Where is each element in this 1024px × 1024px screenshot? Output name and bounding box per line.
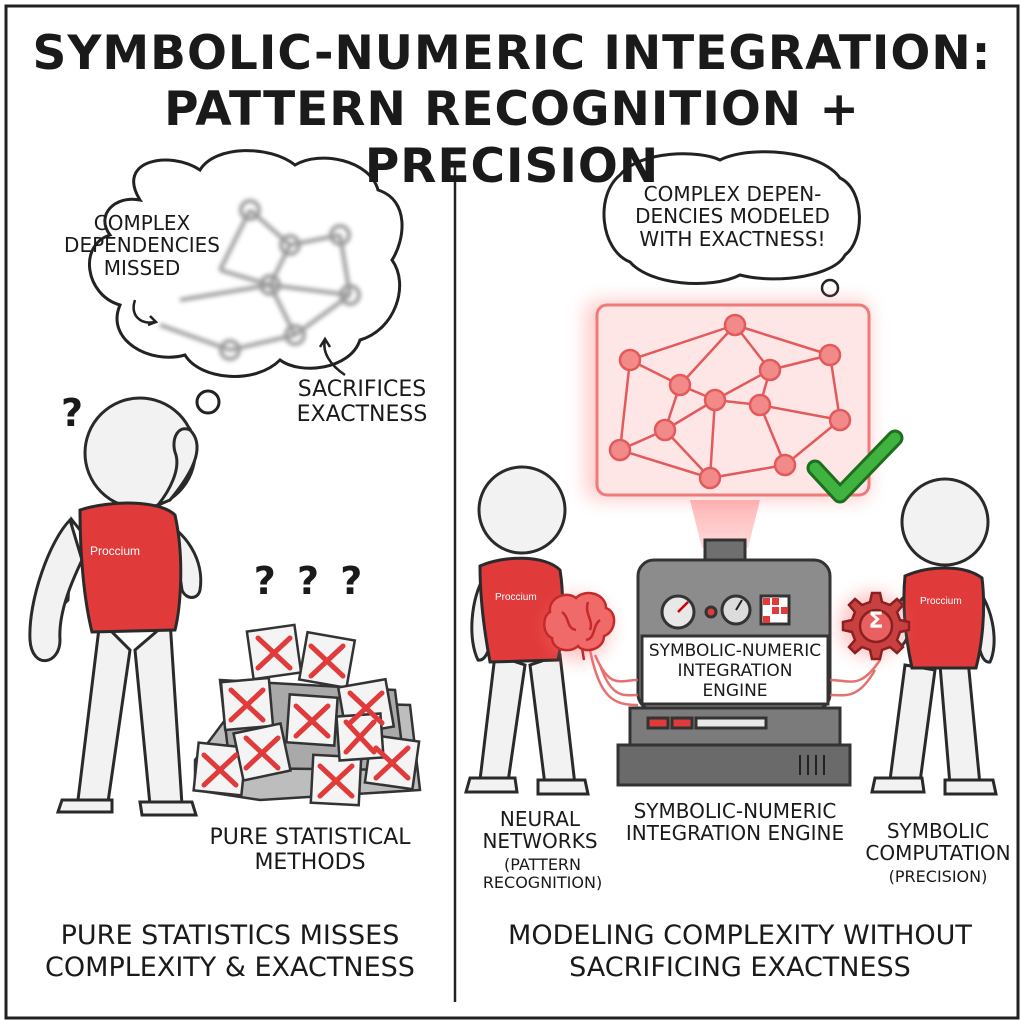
speech-bubble	[602, 150, 861, 317]
glowing-network-graph	[608, 313, 852, 490]
blurred-network-graph	[159, 199, 361, 361]
label-precision: (PRECISION)	[888, 867, 988, 886]
label-neural-networks: NEURAL NETWORKS	[482, 807, 598, 854]
speech-bubble-text: COMPLEX DEPEN- DENCIES MODELED WITH EXAC…	[635, 182, 830, 251]
network-display	[595, 303, 871, 497]
label-symbolic-computation: SYMBOLIC COMPUTATION	[865, 819, 1011, 866]
check-icon	[809, 432, 901, 501]
thinking-figure-jersey-text: Proccium	[90, 544, 141, 558]
diagram-title: SYMBOLIC-NUMERIC INTEGRATION: PATTERN RE…	[20, 26, 1004, 195]
machine-screen-label: SYMBOLIC-NUMERIC INTEGRATION ENGINE	[648, 641, 822, 702]
projection-beam	[690, 500, 760, 548]
label-pure-statistical-methods: PURE STATISTICAL METHODS	[209, 825, 411, 875]
thinking-figure-jersey	[78, 501, 183, 634]
pile-question-marks: ? ? ?	[253, 559, 367, 603]
symbolic-figure-jersey-text: Proccium	[920, 596, 962, 607]
label-integration-engine: SYMBOLIC-NUMERIC INTEGRATION ENGINE	[625, 799, 845, 846]
label-sacrifices-exactness: SACRIFICES EXACTNESS	[296, 377, 428, 427]
gear-icon	[841, 591, 911, 661]
sigma-symbol: Σ	[868, 609, 884, 634]
question-mark-icon: ?	[60, 391, 84, 435]
neural-figure-jersey-text: Proccium	[495, 592, 537, 603]
rejected-papers-pile	[192, 623, 422, 807]
title-line-1: SYMBOLIC-NUMERIC INTEGRATION:	[32, 26, 992, 81]
label-pattern-recognition: (PATTERN RECOGNITION)	[482, 855, 603, 892]
symbolic-figure-jersey	[902, 566, 986, 670]
thinking-figure	[28, 396, 203, 817]
right-panel-caption: MODELING COMPLEXITY WITHOUT SACRIFICING …	[508, 920, 972, 984]
outer-frame	[4, 4, 1020, 1020]
arrow-to-graph-right	[323, 339, 346, 377]
integration-engine-machine	[616, 538, 852, 787]
brain-icon	[543, 591, 616, 661]
title-line-2: PATTERN RECOGNITION + PRECISION	[164, 82, 860, 194]
connection-wires	[588, 649, 882, 707]
left-panel-caption: PURE STATISTICS MISSES COMPLEXITY & EXAC…	[45, 920, 415, 984]
arrow-to-graph-left	[132, 299, 156, 324]
left-thought-cloud	[88, 149, 404, 440]
label-complex-dependencies-missed: COMPLEX DEPENDENCIES MISSED	[64, 211, 220, 280]
